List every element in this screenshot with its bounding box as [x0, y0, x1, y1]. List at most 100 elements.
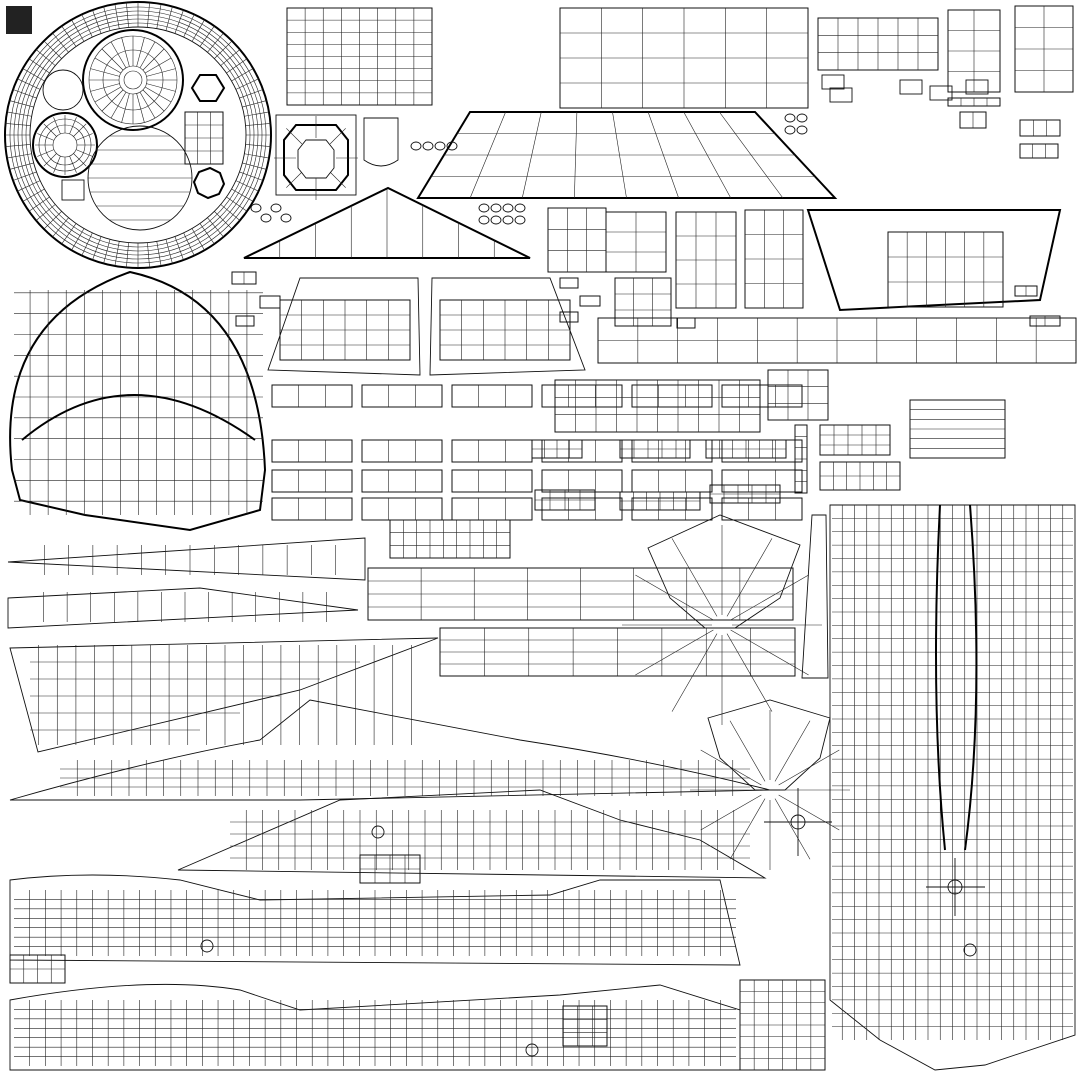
- wheel-inner-details: [42, 69, 226, 231]
- bar-panel: [631, 384, 713, 408]
- propeller-2-island: [926, 858, 985, 916]
- spoke-line: [22, 68, 45, 82]
- spoke-line: [71, 19, 85, 42]
- grid-border: [361, 469, 443, 493]
- spoke-line: [235, 78, 259, 90]
- small-panel: [259, 295, 281, 309]
- spoke-line: [22, 188, 45, 202]
- tiny-oval: [514, 215, 526, 225]
- wing-triangle-lines: [279, 188, 495, 258]
- hood-trapezoid-island: [416, 111, 838, 199]
- grid-border: [541, 497, 623, 521]
- spoke-line: [9, 162, 34, 170]
- spoke-line: [110, 91, 127, 119]
- roof-panel-island: [559, 7, 809, 109]
- grid-border: [559, 277, 579, 289]
- spoke-line: [726, 538, 773, 617]
- spoke-line: [700, 794, 762, 831]
- bar-panel: [271, 439, 353, 463]
- small-panel: [1019, 143, 1059, 159]
- small-circle-marker: [200, 939, 214, 953]
- spoke-line: [778, 749, 840, 786]
- bar-panel: [541, 497, 623, 521]
- small-panel: [562, 1005, 608, 1047]
- spoke-line: [35, 204, 56, 221]
- wing-panel-top-island: [286, 7, 433, 106]
- front-fan-rays-b: [690, 710, 850, 870]
- spoke-line: [156, 241, 162, 267]
- spoke-line: [220, 49, 241, 66]
- wheel-disc-island: [4, 1, 272, 269]
- spoke-line: [329, 171, 346, 188]
- bar-panel: [631, 469, 713, 493]
- tiny-oval: [796, 125, 808, 135]
- small-panel: [559, 277, 579, 289]
- spoke-line: [244, 111, 270, 117]
- tiny-oval: [796, 113, 808, 123]
- small-panel: [819, 424, 891, 456]
- spoke-line: [126, 2, 129, 28]
- spoke-line: [156, 3, 162, 29]
- bar-panel: [721, 439, 803, 463]
- spoke-line: [103, 6, 111, 31]
- small-panel: [1029, 315, 1061, 327]
- small-panels-group: [9, 97, 1061, 1071]
- nose-fairing-grid: [887, 231, 1004, 308]
- inner-disc-lines: [88, 135, 192, 221]
- spoke-line: [226, 58, 248, 74]
- spoke-line: [43, 211, 62, 230]
- bar-panel: [361, 439, 443, 463]
- grid-border: [271, 384, 353, 408]
- grid-border: [819, 424, 891, 456]
- spoke-line: [92, 236, 102, 261]
- grid-border: [271, 497, 353, 521]
- grid-border: [541, 469, 623, 493]
- spoke-line: [71, 228, 85, 251]
- spoke-line: [101, 48, 124, 71]
- octagon-radials: [274, 116, 358, 200]
- spoke-line: [75, 133, 93, 141]
- bar-panel: [721, 469, 803, 493]
- grid-border: [631, 469, 713, 493]
- spoke-line: [110, 41, 127, 69]
- spoke-line: [12, 89, 37, 99]
- spoke-line: [635, 574, 714, 621]
- fin-left-3-lines: [38, 645, 412, 745]
- spoke-line: [90, 83, 120, 92]
- tiny-oval: [280, 213, 292, 223]
- tiny-oval: [478, 215, 490, 225]
- grid-border: [1019, 143, 1059, 159]
- spoke-line: [17, 78, 41, 90]
- grid-border: [559, 311, 579, 323]
- tiny-oval: [784, 125, 796, 135]
- small-panel: [9, 954, 66, 984]
- bar-panel: [271, 384, 353, 408]
- small-panel: [235, 315, 255, 327]
- spoke-line: [174, 9, 184, 34]
- spoke-line: [5, 144, 31, 147]
- spoke-line: [37, 133, 55, 141]
- wheel-ring-segments: [5, 2, 271, 268]
- right-top-grid-a: [817, 17, 939, 71]
- spoke-line: [144, 86, 172, 103]
- spoke-line: [774, 798, 811, 860]
- tiny-oval: [270, 203, 282, 213]
- spoke-line: [174, 236, 184, 261]
- spoke-line: [142, 48, 165, 71]
- spoke-line: [6, 111, 32, 117]
- right-top-grid-c: [1014, 5, 1074, 93]
- grid-border: [271, 469, 353, 493]
- grid-border: [631, 439, 713, 463]
- grid-border: [389, 519, 511, 559]
- body-side-4-island: [9, 983, 741, 1071]
- spoke-line: [75, 149, 93, 157]
- spoke-line: [139, 41, 156, 69]
- octagon-nut-island: [192, 166, 226, 200]
- spoke-line: [226, 196, 248, 212]
- fin-left-3-rows: [30, 661, 360, 731]
- spoke-line: [61, 223, 77, 245]
- spoke-line: [5, 123, 31, 126]
- spoke-line: [69, 117, 77, 135]
- tiny-oval: [490, 203, 502, 213]
